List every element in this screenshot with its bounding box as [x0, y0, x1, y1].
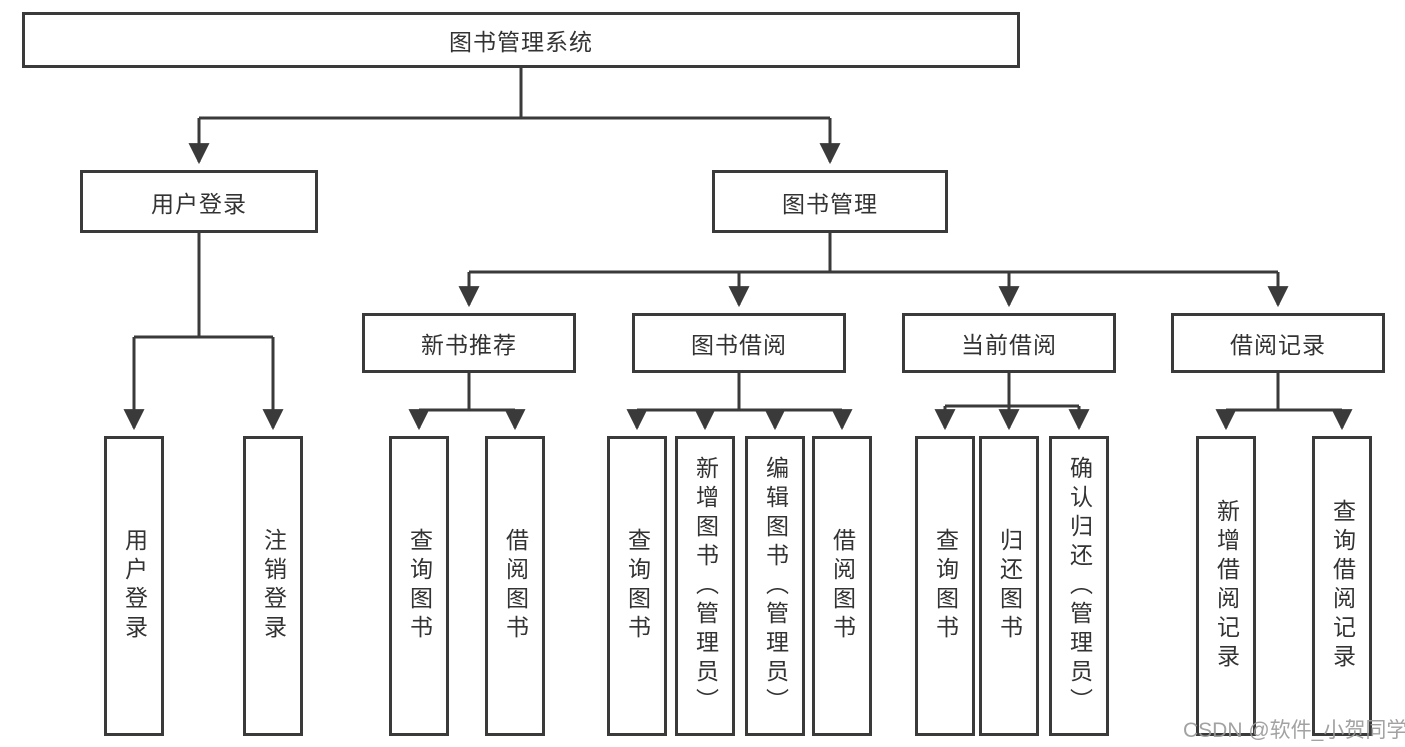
leaf-newbook-borrow-books: 借阅图书	[485, 436, 545, 736]
node-book-management-system: 图书管理系统	[22, 12, 1020, 68]
leaf-label: 新增图书（管理员）	[692, 455, 719, 717]
leaf-label: 借阅图书	[502, 528, 529, 644]
leaf-records-query-borrow-record: 查询借阅记录	[1312, 436, 1372, 736]
leaf-label: 查询图书	[624, 528, 651, 644]
leaf-label: 借阅图书	[829, 528, 856, 644]
connector-currentborrow-to-leaves	[934, 373, 1090, 431]
leaf-user-login: 用户登录	[104, 436, 164, 736]
leaf-current-query-books: 查询图书	[915, 436, 975, 736]
leaf-borrowing-add-books-admin: 新增图书（管理员）	[675, 436, 735, 736]
leaf-label: 新增借阅记录	[1213, 499, 1240, 673]
csdn-watermark: CSDN @软件_小贺同学	[1183, 719, 1405, 742]
node-label: 图书管理	[782, 190, 878, 217]
node-user-login: 用户登录	[80, 170, 318, 233]
node-book-borrowing: 图书借阅	[632, 313, 846, 373]
connector-bookborrow-to-leaves	[626, 373, 853, 431]
connector-root-to-level2	[188, 68, 841, 165]
leaf-label: 注销登录	[260, 528, 287, 644]
leaf-label: 归还图书	[996, 528, 1023, 644]
leaf-label: 编辑图书（管理员）	[762, 455, 789, 717]
connector-userlogin-to-leaves	[123, 233, 284, 431]
node-book-management: 图书管理	[712, 170, 948, 233]
leaf-records-add-borrow-record: 新增借阅记录	[1196, 436, 1256, 736]
connector-bookmgmt-to-level3	[458, 233, 1289, 308]
leaf-label: 用户登录	[121, 528, 148, 644]
node-borrowing-records: 借阅记录	[1171, 313, 1385, 373]
node-label: 新书推荐	[421, 332, 517, 358]
connector-records-to-leaves	[1215, 373, 1353, 431]
leaf-borrowing-edit-books-admin: 编辑图书（管理员）	[745, 436, 805, 736]
node-label: 图书管理系统	[449, 29, 593, 55]
leaf-current-confirm-return-admin: 确认归还（管理员）	[1049, 436, 1109, 736]
leaf-label: 查询图书	[406, 528, 433, 644]
node-label: 用户登录	[151, 190, 247, 217]
node-new-book-recommendation: 新书推荐	[362, 313, 576, 373]
leaf-current-return-books: 归还图书	[979, 436, 1039, 736]
node-current-borrowing: 当前借阅	[902, 313, 1116, 373]
connector-newbook-to-leaves	[408, 373, 526, 431]
leaf-label: 查询图书	[932, 528, 959, 644]
leaf-label: 确认归还（管理员）	[1066, 455, 1093, 717]
node-label: 图书借阅	[691, 332, 787, 358]
leaf-logout-login: 注销登录	[243, 436, 303, 736]
leaf-borrowing-borrow-books: 借阅图书	[812, 436, 872, 736]
leaf-label: 查询借阅记录	[1329, 499, 1356, 673]
node-label: 借阅记录	[1230, 332, 1326, 358]
node-label: 当前借阅	[961, 332, 1057, 358]
leaf-newbook-query-books: 查询图书	[389, 436, 449, 736]
leaf-borrowing-query-books: 查询图书	[607, 436, 667, 736]
